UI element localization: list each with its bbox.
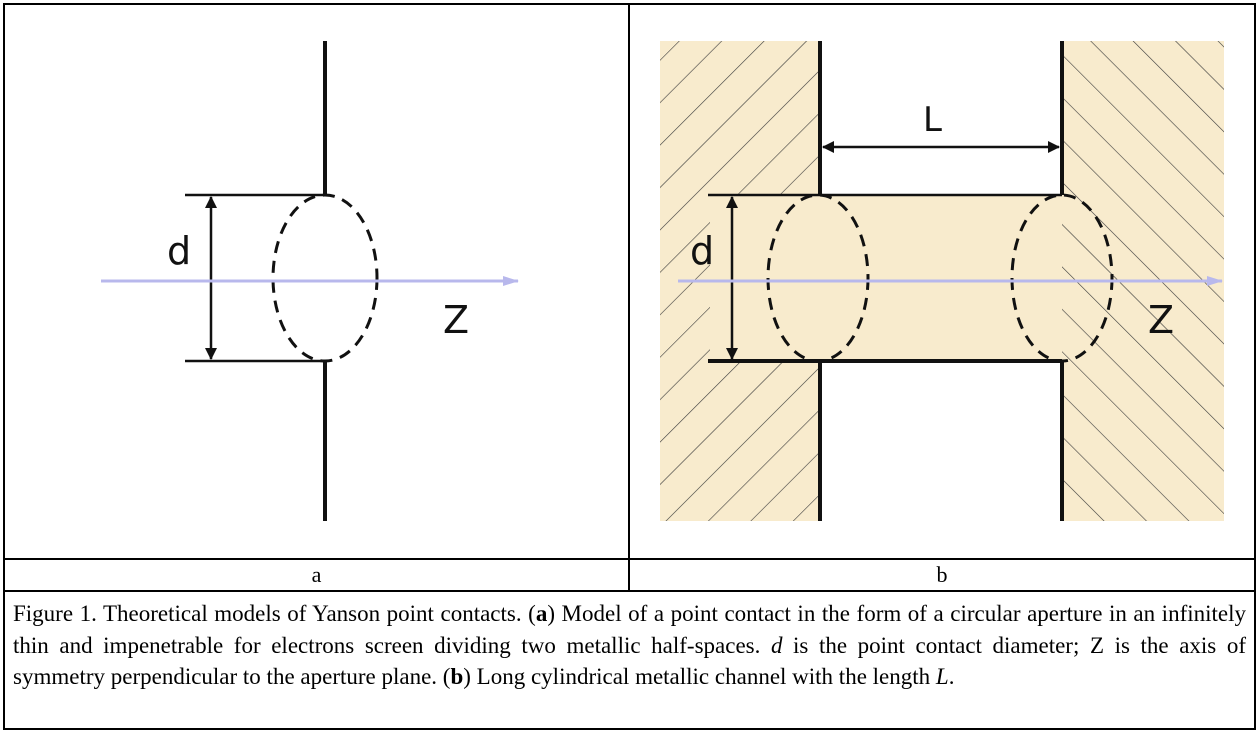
panel-a-diagram: d Z [101,41,519,521]
caption-mid-text: is the point contact diameter; Z is the … [13,632,1246,690]
caption-a-letter: a [535,601,548,626]
caption-end: . [948,664,955,689]
length-label: L [923,100,942,140]
channel-exit-ellipse [1010,193,1114,363]
panel-b-letter: b [936,562,948,587]
left-extension-fill [710,195,820,361]
caption-b-letter: b [450,664,464,689]
panel-a-letter: a [311,562,322,587]
caption-lead: Figure 1. Theoretical models of Yanson p… [13,601,536,626]
diameter-label-b: d [690,229,714,273]
figure-table: d Z [3,3,1256,730]
channel-region [820,195,1062,361]
panel-a-label-cell: a [3,560,630,592]
caption-cell: Figure 1. Theoretical models of Yanson p… [3,592,1256,730]
caption-b-text: ) Long cylindrical metallic channel with… [463,664,936,689]
panel-b-diagram: L d Z [660,41,1224,521]
figure-caption: Figure 1. Theoretical models of Yanson p… [5,592,1254,693]
caption-a-text: ) Model of a point contact in the form o… [13,601,1246,658]
z-axis-label: Z [443,298,469,342]
panel-b: L d Z [630,3,1256,560]
caption-L-symbol: L [935,664,949,689]
z-axis-label-b: Z [1148,298,1174,342]
aperture-ellipse [271,193,379,363]
panel-a: d Z [3,3,630,560]
panel-b-label-cell: b [630,560,1256,592]
diameter-label: d [167,229,191,273]
channel-entry-ellipse [766,193,870,363]
caption-d-symbol: d [770,632,783,658]
